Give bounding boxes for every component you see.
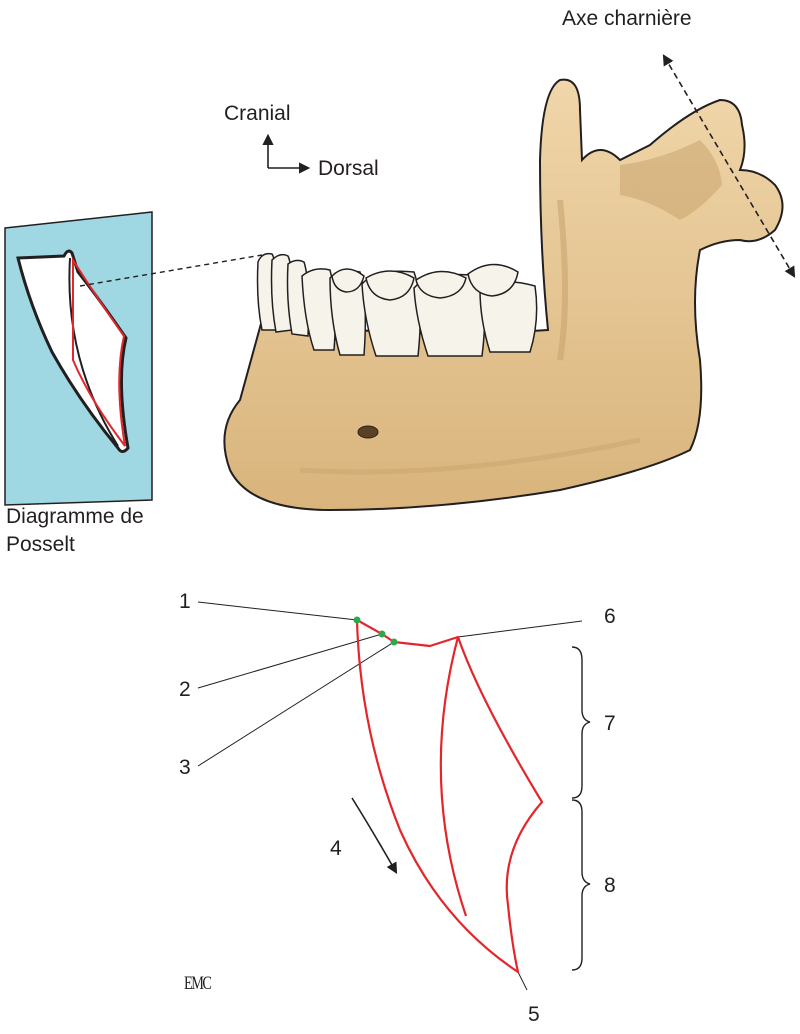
hinge-axis-arrow bbox=[662, 54, 796, 278]
dorsal-label: Dorsal bbox=[318, 157, 379, 180]
label-3: 3 bbox=[179, 756, 191, 779]
point-2 bbox=[378, 630, 386, 638]
point-1 bbox=[353, 616, 361, 624]
orientation-arrows bbox=[262, 133, 311, 174]
point-3 bbox=[390, 638, 398, 646]
label-5: 5 bbox=[528, 1003, 540, 1026]
posselt-envelope bbox=[355, 618, 544, 974]
posselt-panel bbox=[4, 211, 153, 506]
label-8: 8 bbox=[604, 874, 616, 897]
posselt-hinge-path bbox=[439, 636, 468, 917]
label-2: 2 bbox=[179, 678, 191, 701]
hinge-axis-label: Axe charnière bbox=[562, 7, 692, 30]
label-7: 7 bbox=[604, 712, 616, 735]
brace-8 bbox=[571, 799, 591, 971]
label-1: 1 bbox=[179, 590, 191, 613]
diagram-caption-line1: Diagramme de bbox=[6, 505, 144, 528]
projection-line bbox=[79, 254, 263, 287]
mental-foramen bbox=[357, 425, 379, 439]
label-6: 6 bbox=[604, 605, 616, 628]
cranial-label: Cranial bbox=[224, 102, 291, 125]
diagram-caption-line2: Posselt bbox=[6, 533, 75, 556]
brace-7 bbox=[571, 646, 591, 799]
label-4: 4 bbox=[330, 837, 342, 860]
posselt-diagram bbox=[197, 601, 591, 991]
emc-logo: EMC bbox=[184, 973, 212, 994]
opening-arrow bbox=[351, 797, 398, 874]
teeth bbox=[256, 252, 538, 357]
